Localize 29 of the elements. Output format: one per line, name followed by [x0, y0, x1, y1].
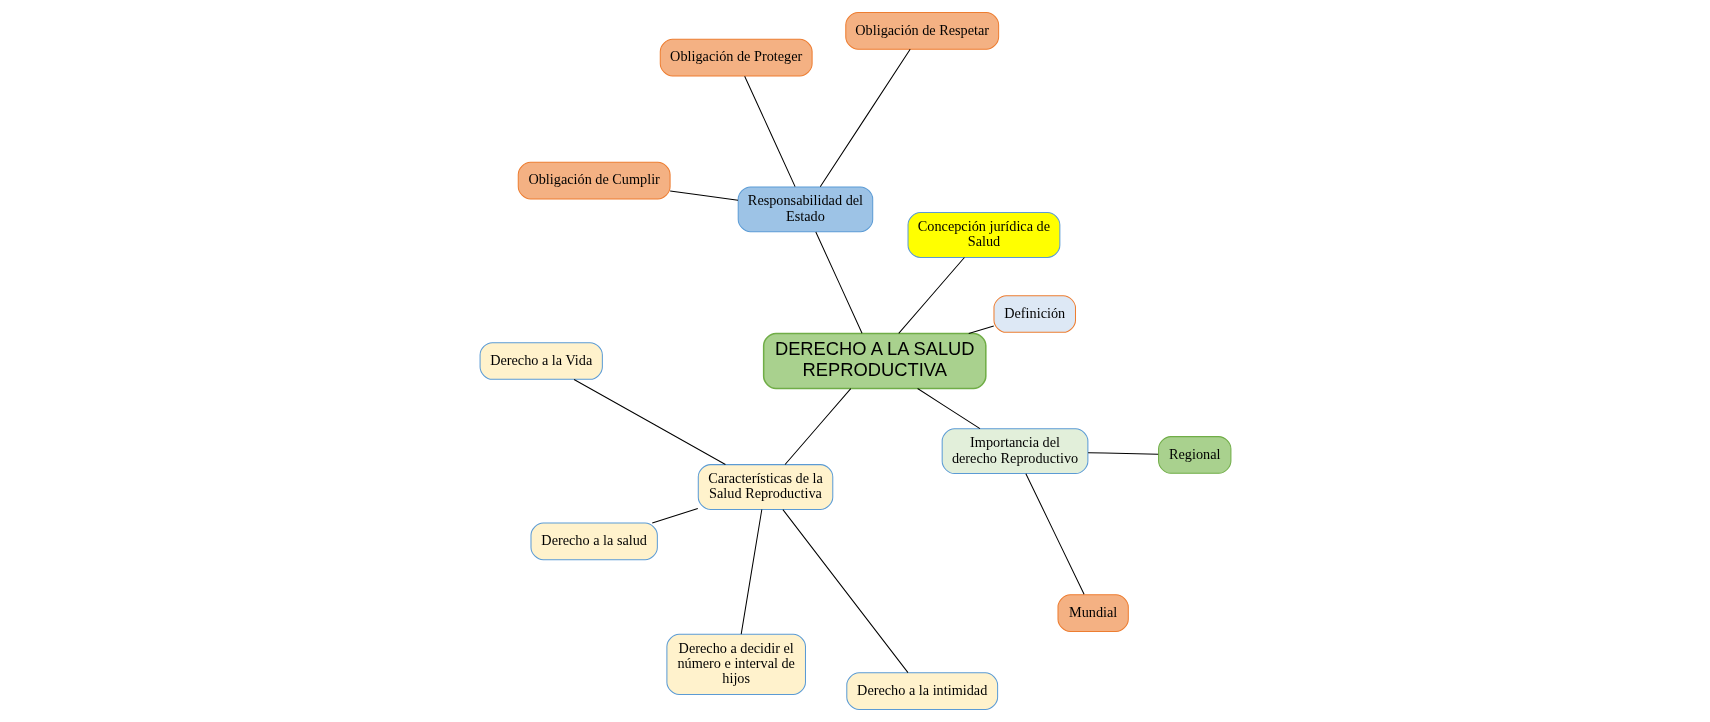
connector	[1087, 452, 1159, 455]
node-box: Mundial	[1057, 594, 1129, 632]
connector	[740, 509, 762, 635]
node-box: Obligación de Proteger	[659, 38, 813, 77]
node-box: DERECHO A LA SALUD REPRODUCTIVA	[762, 332, 987, 390]
connector	[743, 75, 796, 188]
connector	[814, 231, 863, 334]
connector	[669, 190, 739, 201]
node-box: Definición	[992, 295, 1076, 333]
node-box: Derecho a decidir el número e interval de hijos	[665, 633, 806, 695]
node-box: Obligación de Cumplir	[517, 161, 671, 200]
connector	[781, 509, 908, 674]
connector	[916, 388, 980, 430]
connector	[897, 257, 965, 334]
node-box: Obligación de Respetar	[844, 12, 999, 50]
node-box: Responsabilidad del Estado	[737, 186, 873, 233]
node-box: Derecho a la salud	[530, 522, 658, 561]
node-box: Derecho a la Vida	[479, 342, 603, 380]
connector	[967, 325, 994, 334]
node-box: Características de la Salud Reproductiva	[697, 464, 833, 510]
node-box: Importancia del derecho Reproductivo	[941, 428, 1088, 475]
connector	[1024, 473, 1085, 595]
node-box: Derecho a la intimidad	[845, 672, 998, 710]
connector	[819, 48, 911, 188]
node-box: Regional	[1157, 436, 1231, 474]
node-box: Concepción jurídica de Salud	[907, 212, 1060, 258]
connector	[784, 388, 851, 465]
connector	[573, 378, 726, 465]
connector	[651, 508, 698, 524]
